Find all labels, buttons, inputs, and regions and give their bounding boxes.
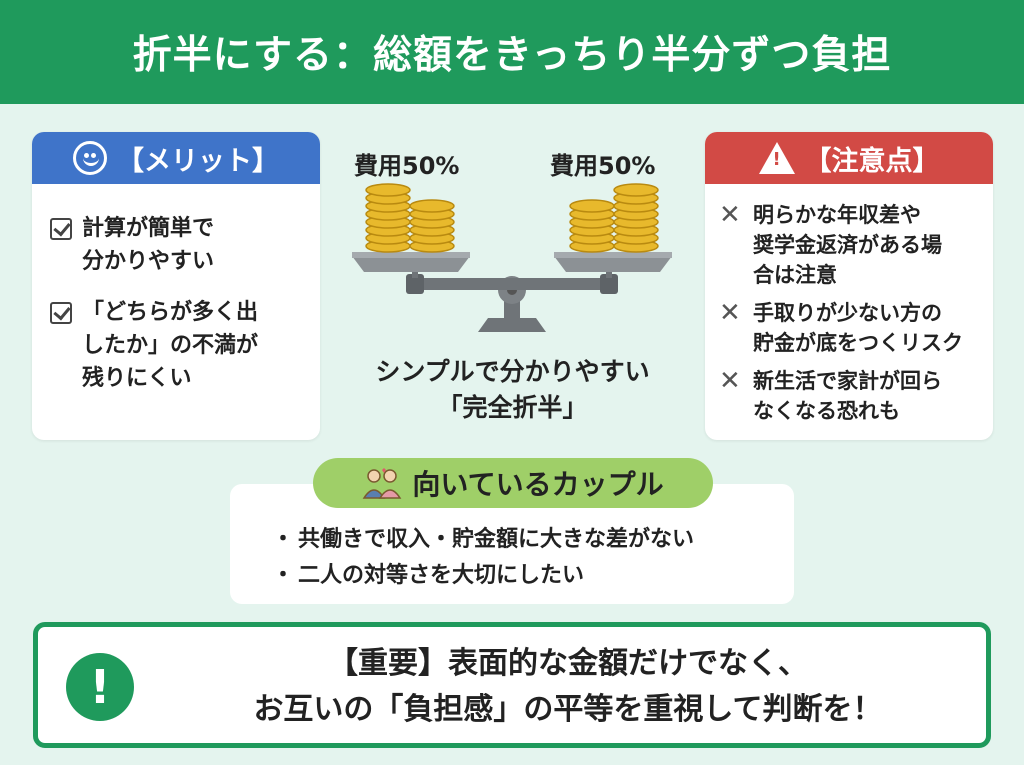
merit-card: 【メリット】 計算が簡単で 分かりやすい 「どちらが多く出 したか」の不満が 残… xyxy=(32,132,320,440)
caution-item: ✕ 手取りが少ない方の 貯金が底をつくリスク xyxy=(719,298,981,358)
couple-item: ・共働きで収入・貯金額に大きな差がない xyxy=(272,522,794,558)
couple-item-text: 二人の対等さを大切にしたい xyxy=(298,563,585,588)
couple-item-text: 共働きで収入・貯金額に大きな差がない xyxy=(298,527,695,552)
merit-title: 【メリット】 xyxy=(117,145,279,177)
cross-icon: ✕ xyxy=(719,366,741,396)
caution-card: ! 【注意点】 ✕ 明らかな年収差や 奨学金返済がある場 合は注意 ✕ 手取りが… xyxy=(705,132,993,440)
warning-icon: ! xyxy=(758,142,795,174)
caution-item: ✕ 明らかな年収差や 奨学金返済がある場 合は注意 xyxy=(719,200,981,290)
couple-item: ・二人の対等さを大切にしたい xyxy=(272,558,794,594)
merit-item: 「どちらが多く出 したか」の不満が 残りにくい xyxy=(50,296,302,395)
page-title: 折半にする：総額をきっちり半分ずつ負担 xyxy=(132,33,892,78)
caution-item-text: 新生活で家計が回ら なくなる恐れも xyxy=(753,369,942,423)
caution-item: ✕ 新生活で家計が回ら なくなる恐れも xyxy=(719,366,981,426)
caution-item-text: 手取りが少ない方の 貯金が底をつくリスク xyxy=(753,301,963,355)
couple-title: 向いているカップル xyxy=(412,468,664,501)
merit-item-text: 計算が簡単で 分かりやすい xyxy=(82,216,215,274)
exclamation-icon: ! xyxy=(66,653,134,721)
couple-icon xyxy=(363,468,402,499)
cross-icon: ✕ xyxy=(719,200,741,230)
cross-icon: ✕ xyxy=(719,298,741,328)
header-banner: 折半にする：総額をきっちり半分ずつ負担 xyxy=(0,0,1024,104)
balance-scale-icon xyxy=(352,183,672,332)
merit-item-text: 「どちらが多く出 したか」の不満が 残りにくい xyxy=(82,300,259,391)
caution-list: ✕ 明らかな年収差や 奨学金返済がある場 合は注意 ✕ 手取りが少ない方の 貯金… xyxy=(705,184,993,426)
checkbox-icon xyxy=(50,302,72,324)
smile-icon xyxy=(73,141,107,175)
left-cost-label: 費用50% xyxy=(354,152,460,180)
bullet: ・ xyxy=(272,563,295,588)
merit-item: 計算が簡単で 分かりやすい xyxy=(50,212,302,278)
suitable-couple-title-pill: 向いているカップル xyxy=(313,458,713,508)
important-text: 【重要】表面的な金額だけでなく、 お互いの「負担感」の平等を重視して判断を！ xyxy=(253,646,883,727)
right-cost-label: 費用50% xyxy=(550,152,656,180)
merit-card-header: 【メリット】 xyxy=(32,132,320,184)
caution-card-header: ! 【注意点】 xyxy=(705,132,993,184)
balance-scale-illustration: 費用50% 費用50% xyxy=(340,140,685,440)
caution-title: 【注意点】 xyxy=(804,145,940,177)
bullet: ・ xyxy=(272,527,295,552)
scale-caption: シンプルで分かりやすい 「完全折半」 xyxy=(375,357,650,422)
checkbox-icon xyxy=(50,218,72,240)
caution-item-text: 明らかな年収差や 奨学金返済がある場 合は注意 xyxy=(753,203,942,287)
merit-list: 計算が簡単で 分かりやすい 「どちらが多く出 したか」の不満が 残りにくい xyxy=(32,184,320,395)
important-note-box: ! 【重要】表面的な金額だけでなく、 お互いの「負担感」の平等を重視して判断を！ xyxy=(33,622,991,748)
